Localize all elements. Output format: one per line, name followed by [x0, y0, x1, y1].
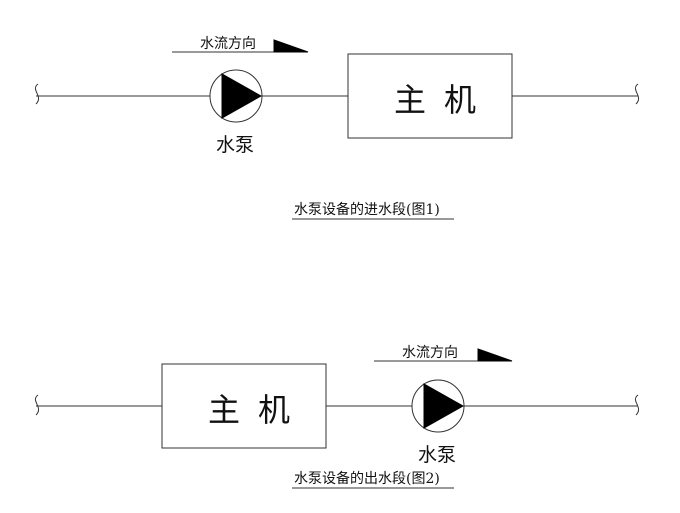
- caption-1: 水泵设备的进水段(图1): [294, 202, 440, 218]
- pipe-break-right-2: [634, 394, 640, 416]
- pump-triangle-1: [221, 73, 263, 119]
- pump-label-1: 水泵: [216, 134, 255, 156]
- pump-label-2: 水泵: [418, 444, 457, 466]
- pump-triangle-2: [423, 383, 465, 429]
- flow-arrow-1: [273, 39, 309, 53]
- host-box-1: [347, 53, 513, 139]
- caption-2: 水泵设备的出水段(图2): [294, 471, 440, 487]
- diagram-2: [34, 348, 640, 489]
- flow-direction-label-2: 水流方向: [402, 345, 458, 361]
- pipe-break-left-2: [34, 394, 40, 416]
- pipe-break-left-1: [34, 83, 40, 105]
- pipe-break-right-1: [634, 83, 640, 105]
- host-box-2: [161, 363, 327, 449]
- diagram-1: [34, 39, 640, 220]
- host-label-1: 主机: [394, 81, 495, 119]
- flow-direction-label-1: 水流方向: [200, 36, 256, 52]
- flow-arrow-2: [477, 348, 513, 362]
- host-label-2: 主机: [208, 391, 309, 429]
